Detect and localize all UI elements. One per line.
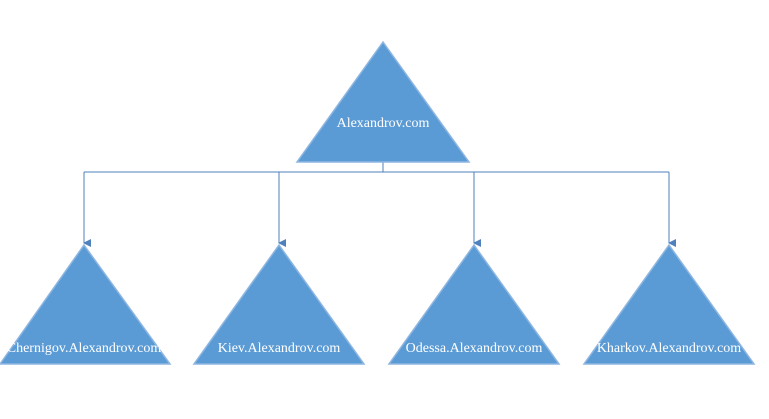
child-triangle-chernigov xyxy=(0,243,172,365)
child-node-kiev: Kiev.Alexandrov.com xyxy=(192,243,366,365)
child-label-kharkov: Kharkov.Alexandrov.com xyxy=(597,341,741,356)
root-node: Alexandrov.com xyxy=(295,40,471,163)
root-label: Alexandrov.com xyxy=(337,116,430,131)
child-triangle-odessa xyxy=(387,243,561,365)
child-node-odessa: Odessa.Alexandrov.com xyxy=(387,243,561,365)
root-triangle xyxy=(295,40,471,163)
child-triangle-kiev xyxy=(192,243,366,365)
connectors xyxy=(83,162,676,247)
child-label-chernigov: Chernigov.Alexandrov.com xyxy=(7,341,162,356)
child-label-kiev: Kiev.Alexandrov.com xyxy=(218,341,341,356)
child-node-chernigov: Chernigov.Alexandrov.com xyxy=(0,243,172,365)
child-triangle-kharkov xyxy=(582,243,756,365)
child-node-kharkov: Kharkov.Alexandrov.com xyxy=(582,243,756,365)
child-label-odessa: Odessa.Alexandrov.com xyxy=(406,341,543,356)
